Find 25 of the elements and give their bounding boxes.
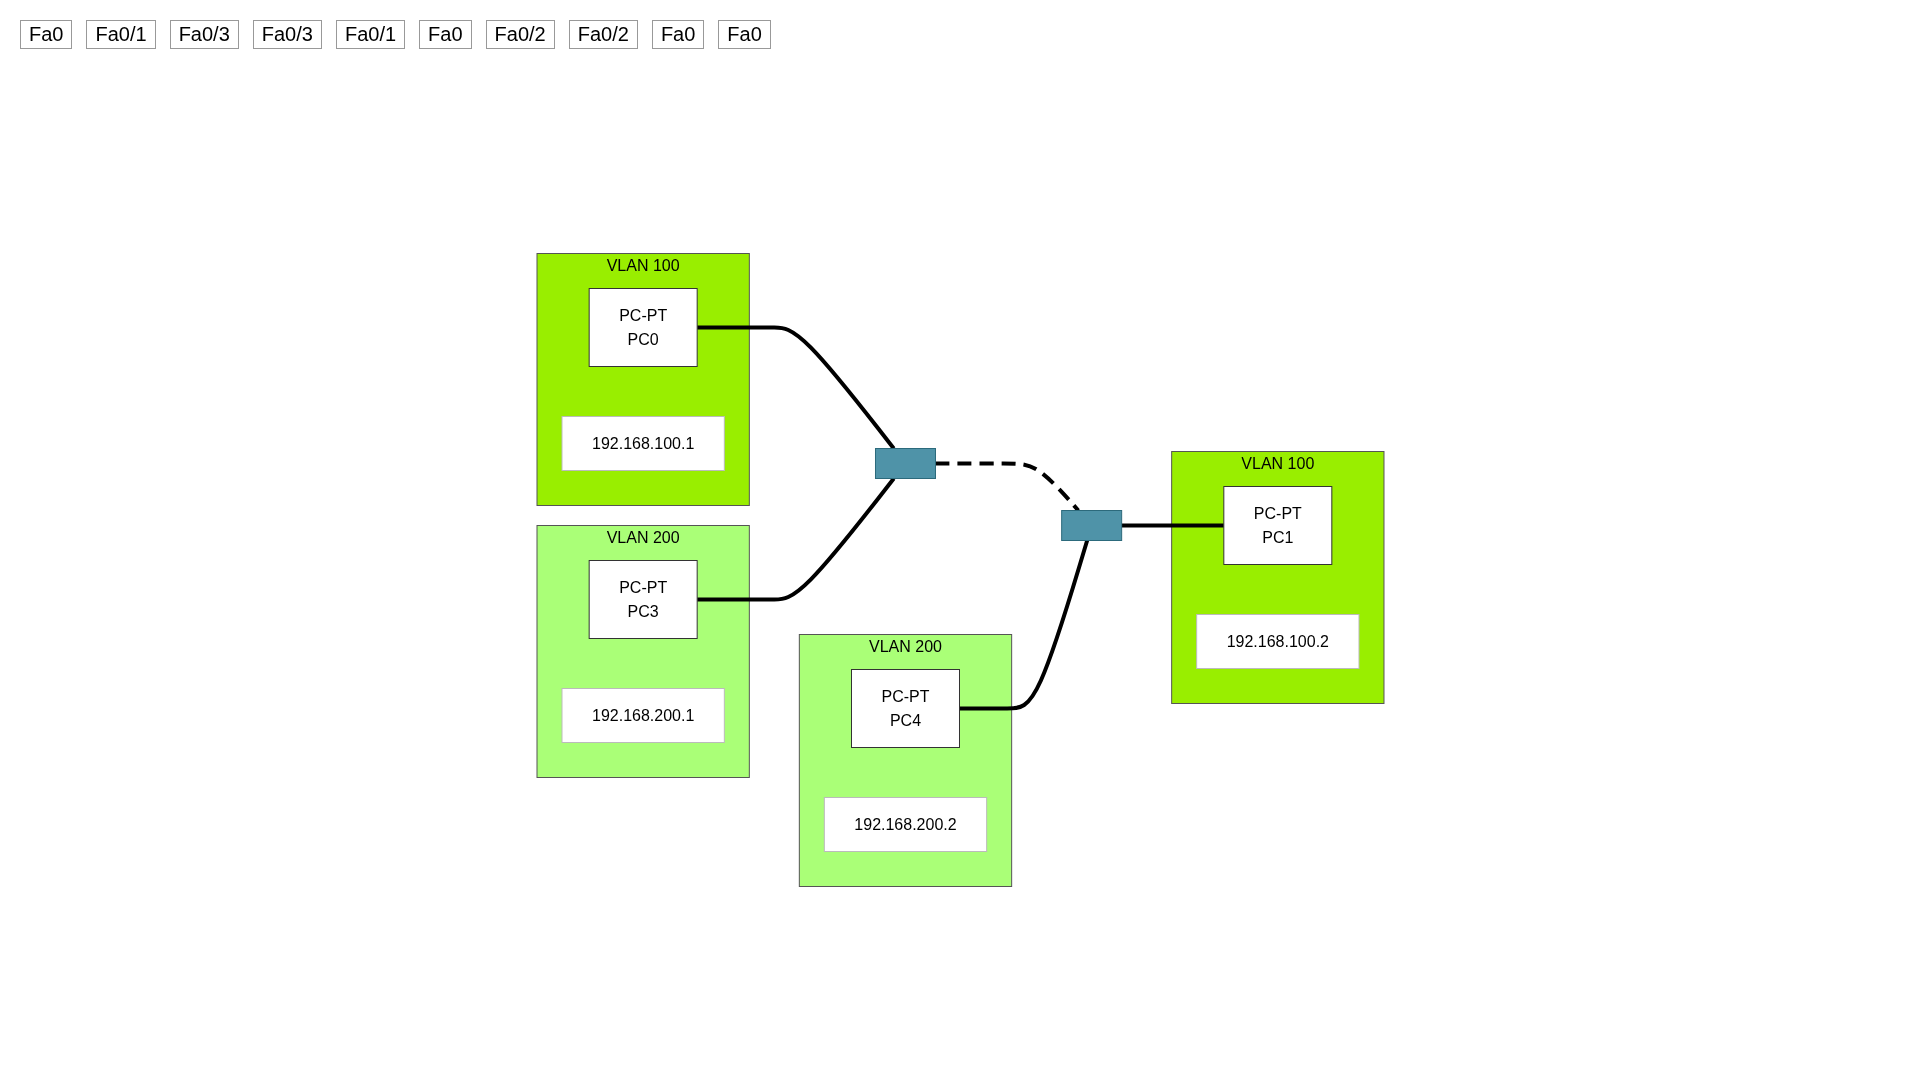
node-box: 192.168.100.2 (1195, 614, 1359, 669)
port-label: Fa0 (718, 20, 771, 49)
port-label: Fa0 (651, 20, 705, 49)
port-label: Fa0/3 (252, 20, 322, 49)
node-box: PC-PT PC4 (850, 669, 960, 748)
node-box: PC-PT PC0 (588, 288, 698, 367)
node-box: 192.168.200.1 (561, 688, 725, 743)
node-box (1060, 510, 1122, 541)
port-label: Fa0/2 (568, 20, 638, 49)
connector (696, 325, 895, 450)
port-label: Fa0 (419, 20, 472, 49)
connector (935, 461, 1080, 512)
port-label: Fa0/1 (86, 20, 156, 49)
port-label: Fa0/2 (485, 20, 555, 49)
node-box: 192.168.100.1 (561, 416, 725, 471)
connector (959, 539, 1089, 711)
connector (1121, 523, 1224, 528)
port-label: Fa0 (20, 20, 73, 49)
node-box: PC-PT PC3 (588, 560, 698, 639)
connector (696, 477, 895, 602)
node-box (874, 448, 936, 479)
port-label: Fa0/1 (335, 20, 406, 49)
node-box: 192.168.200.2 (823, 797, 987, 852)
node-box: PC-PT PC1 (1222, 486, 1332, 565)
port-label: Fa0/3 (169, 20, 239, 49)
